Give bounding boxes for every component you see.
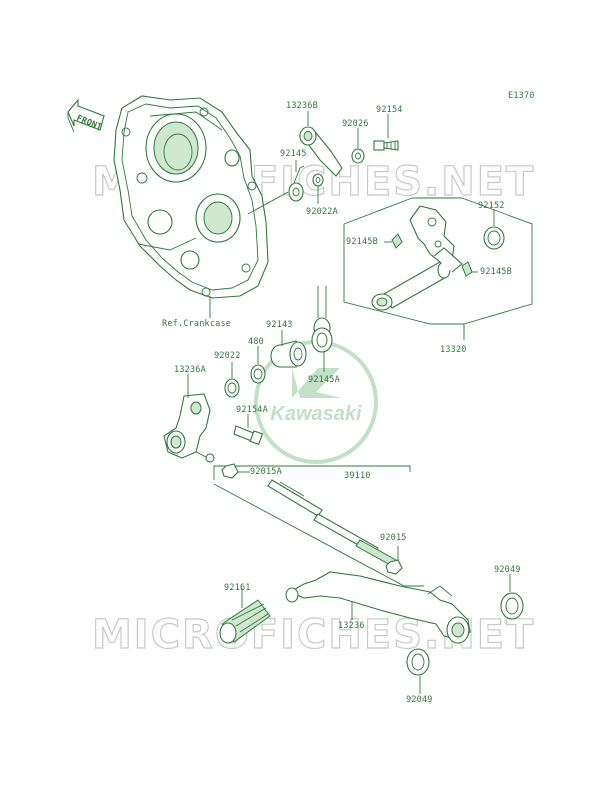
- label-13320: 13320: [440, 345, 467, 355]
- part-92154a: 92154A: [233, 405, 268, 446]
- shift-shaft-bracket: 13320: [343, 197, 533, 355]
- label-92154: 92154: [376, 105, 403, 115]
- label-92161: 92161: [224, 583, 251, 593]
- label-92143: 92143: [266, 320, 293, 330]
- label-92152: 92152: [478, 201, 505, 211]
- label-480: 480: [248, 337, 264, 347]
- part-92145b-right: 92145B: [461, 261, 512, 277]
- part-92022: 92022: [214, 351, 241, 398]
- part-92152: 92152: [478, 201, 505, 250]
- label-92145b-right: 92145B: [480, 267, 512, 277]
- label-13236b: 13236B: [286, 101, 318, 111]
- logo-text: Kawasaki: [270, 403, 362, 425]
- label-13236a: 13236A: [174, 365, 206, 375]
- part-13320: [371, 205, 463, 311]
- label-92049-right: 92049: [494, 565, 521, 575]
- part-92026: 92026: [342, 119, 369, 164]
- label-92154a: 92154A: [236, 405, 268, 415]
- part-92015a: 92015A: [221, 463, 282, 479]
- part-480: 480: [248, 337, 266, 384]
- part-92049-right: 92049: [494, 565, 524, 620]
- part-92145a: 92145A: [308, 286, 340, 385]
- label-13236: 13236: [338, 621, 365, 631]
- part-39110: 39110: [213, 465, 424, 587]
- diagram-code: E1370: [508, 91, 535, 101]
- part-92143: 92143: [266, 320, 307, 368]
- label-92049-bottom: 92049: [406, 695, 433, 705]
- label-92145: 92145: [280, 149, 307, 159]
- part-92015: 92015: [380, 533, 407, 575]
- label-92022: 92022: [214, 351, 241, 361]
- label-92015: 92015: [380, 533, 407, 543]
- watermark-bottom: MICROFICHES.NET: [92, 612, 535, 658]
- part-92022a: 92022A: [306, 173, 338, 217]
- part-92145: 92145: [280, 149, 307, 202]
- label-92015a: 92015A: [250, 467, 282, 477]
- part-13236b: 13236B: [286, 101, 343, 177]
- part-92049-bottom: 92049: [406, 648, 433, 705]
- part-13236a: 13236A: [163, 365, 215, 463]
- part-92145b-left: 92145B: [346, 233, 403, 249]
- part-13236: 13236: [285, 571, 471, 644]
- label-92022a: 92022A: [306, 207, 338, 217]
- ref-crankcase-label: Ref.Crankcase: [162, 319, 231, 329]
- part-92161: 92161: [219, 583, 271, 644]
- label-92145b-left: 92145B: [346, 237, 378, 247]
- crankcase: Ref.Crankcase: [113, 95, 289, 329]
- label-92026: 92026: [342, 119, 369, 129]
- label-39110: 39110: [344, 471, 371, 481]
- front-arrow-icon: FRONT: [67, 98, 105, 133]
- part-92154: 92154: [373, 105, 403, 151]
- label-92145a: 92145A: [308, 375, 340, 385]
